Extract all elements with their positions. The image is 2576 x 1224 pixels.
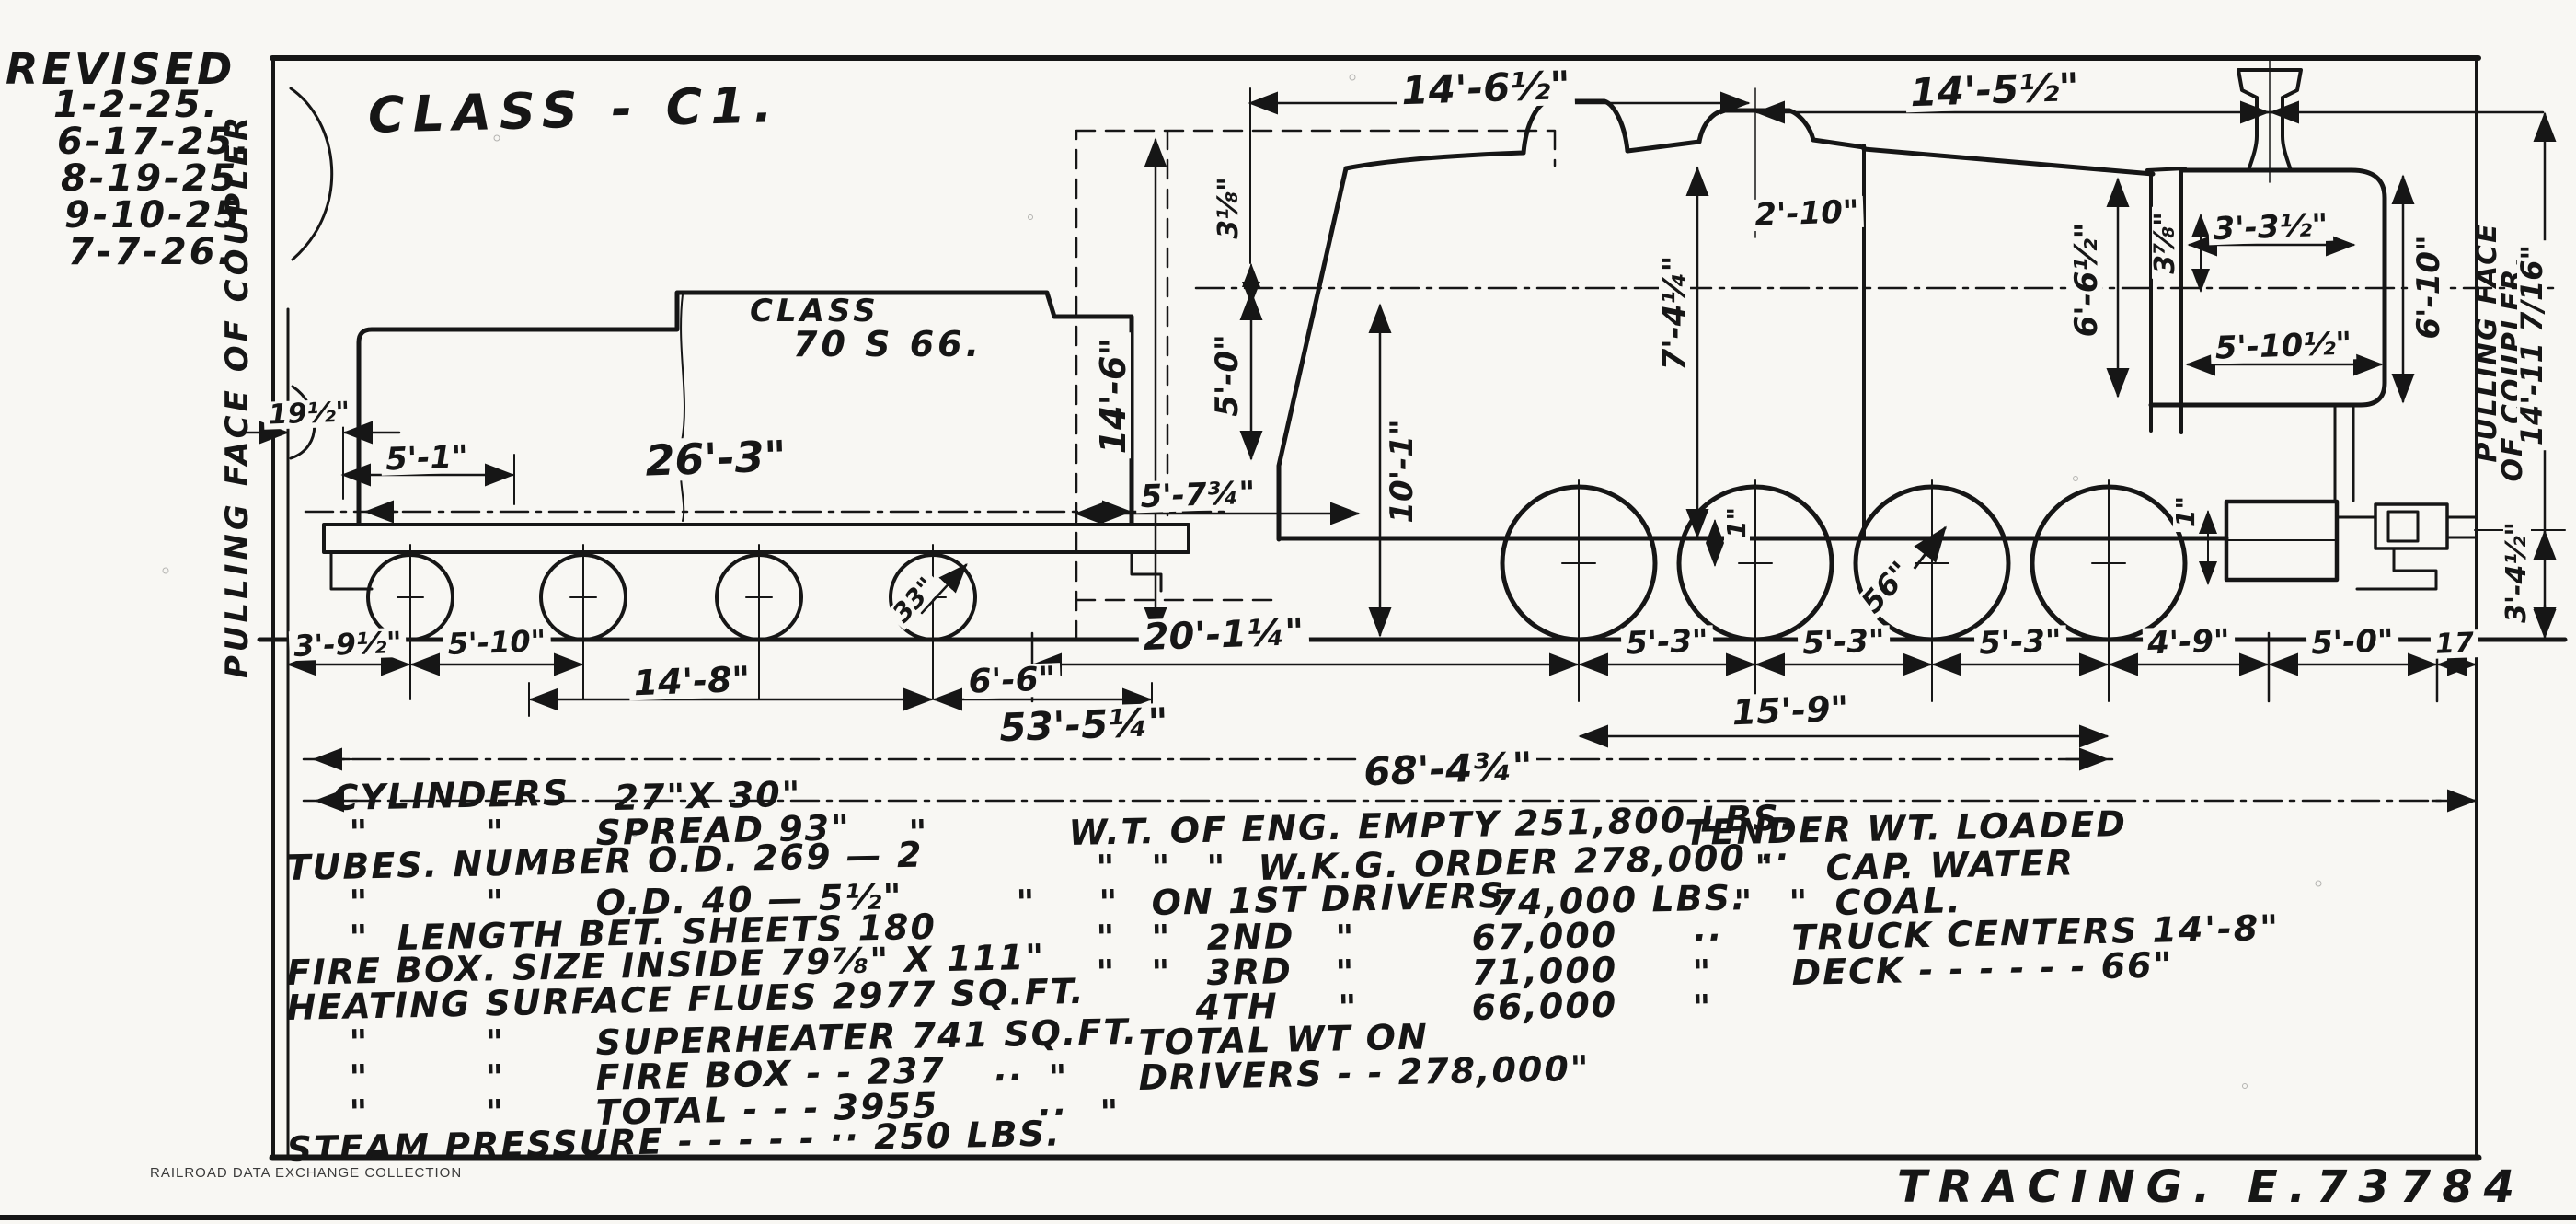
spec-line-5: " [1096,917,1117,958]
spec-line-3: " [1754,847,1776,888]
spec-line-5: 2ND [1206,916,1295,958]
page-title: CLASS - C1. [367,75,782,144]
dim-flange-left: 1" [1721,502,1752,544]
dim-tender-wheel-diameter: 33" [885,570,944,630]
spec-line-6: " [1096,952,1117,993]
dim-roof-height: 7'-4¼" [1656,250,1693,375]
dim-tender-truck-centers: 14'-8" [628,659,755,703]
spec-line-8: " [349,1022,370,1063]
dim-front-overhang: 19½" [263,396,355,432]
spec-line-9: " [1048,1057,1069,1098]
spec-line-10: " [1099,1091,1121,1133]
spec-line-4: " [349,882,370,923]
spec-line-4: " [1016,882,1037,923]
dim-clearance-offset: 3⅛" [1213,172,1245,244]
dim-driver-spacing-1: 5'-3" [1620,622,1714,663]
spec-line-4: " [1788,882,1810,923]
dim-total-wheelbase: 68'-4¾" [1358,744,1538,794]
revision-date: 7-7-26. [68,231,235,273]
dim-tender-to-driver: 20'-1¼" [1138,611,1309,659]
dim-engine-wheelbase: 53'-5¼" [994,699,1174,750]
dim-clearance-half-width: 5'-0" [1209,329,1246,421]
dim-driver-spacing-2: 5'-3" [1797,622,1891,663]
spec-line-9: " [485,1057,506,1098]
dim-clearance-height: 14'-6" [1093,332,1133,459]
dim-coupler-height: 3'-4½" [2501,516,2533,629]
dim-driver-wheelbase: 15'-9" [1727,688,1854,733]
spec-line-8: " [485,1022,506,1063]
spec-line-3: " [1206,847,1227,888]
dimension-extensions [342,87,2566,717]
collection-stamp: RAILROAD DATA EXCHANGE COLLECTION [150,1165,463,1181]
spec-line-6: " [1335,952,1356,993]
spec-line-1: CYLINDERS [332,772,570,818]
spec-line-7: 66,000 [1471,984,1618,1028]
dim-dome-to-cabfront: 2'-10" [1749,193,1865,234]
spec-line-10: " [349,1091,370,1133]
spec-line-3: " [1151,847,1172,888]
dim-driver-diameter: 56" [1853,552,1919,622]
dim-overall-height: 14'-11 7/16" [2514,239,2549,451]
dim-ring-width: 3⅞" [2149,207,2181,279]
dim-boiler-center-height: 10'-1" [1384,414,1420,528]
revision-date: 6-17-25. [57,121,252,163]
center-lines [302,60,2559,803]
spec-line-11: STEAM PRESSURE - - - - - ·· 250 LBS. [286,1113,1062,1170]
dim-smokebox-diameter: 6'-10" [2410,230,2447,344]
spec-line-6: DECK - - - - - - 66" [1791,944,2174,993]
spec-line-6: 3RD [1206,951,1294,993]
revision-date: 9-10-25 [64,194,243,237]
spec-line-9: " [349,1057,370,1098]
dim-stack-to-front: 3'-3½" [2208,207,2333,248]
dim-smokebox-length: 5'-10½" [2210,325,2357,367]
spec-line-5: " [1151,917,1172,958]
dim-tender-length: 26'-3" [639,431,792,486]
spec-line-5: ·· [1692,917,1723,958]
paper-speckles [162,74,2322,1089]
spec-line-6: " [1151,952,1172,993]
tracing-number: TRACING. E.73784 [1897,1161,2525,1213]
tender-class-label: CLASS [750,293,880,329]
spec-line-4: " [1733,882,1754,923]
tender-class-number: 70 S 66. [793,324,983,364]
dim-dome-to-stack-face: 14'-5½" [1904,64,2085,115]
spec-line-5: " [1335,917,1356,958]
dim-boiler-diameter: 6'-6½" [2068,217,2105,342]
spec-line-4: " [1098,882,1120,923]
spec-line-4: 74,000 LBS. [1491,877,1747,923]
dim-tender-truck-wheelbase: 5'-10" [443,623,551,662]
dim-flange-right: 1" [2170,491,2201,533]
dim-face-offset: 17 [2430,627,2479,661]
spec-line-6: " [1692,952,1713,993]
revised-heading: REVISED [6,44,236,94]
dim-driver-spacing-3: 5'-3" [1973,622,2067,663]
dim-tender-rear: 6'-6" [962,660,1062,701]
spec-line-7: " [1692,987,1713,1028]
dim-cab-to-dome: 14'-6½" [1396,63,1576,113]
left-margin-label: PULLING FACE OF COUPLER [219,112,256,679]
spec-line-4: ON 1ST DRIVERS [1151,874,1507,923]
spec-line-3: " [1096,847,1117,888]
spec-line-9: ·· [993,1057,1024,1098]
dim-rear-overhang: 3'-9½" [288,625,408,664]
dim-truck-to-face: 5'-0" [2306,622,2399,663]
revision-date: 1-2-25. [53,84,220,126]
revision-date: 8-19-25 [61,157,239,200]
sheet-border [0,55,2576,1220]
dim-cab-clearance: 5'-7¾" [1135,475,1260,515]
dim-driver-to-truck: 4'-9" [2142,622,2236,663]
spec-line-9: DRIVERS - - 278,000" [1138,1047,1592,1098]
dim-tender-front: 5'-1" [380,438,474,479]
